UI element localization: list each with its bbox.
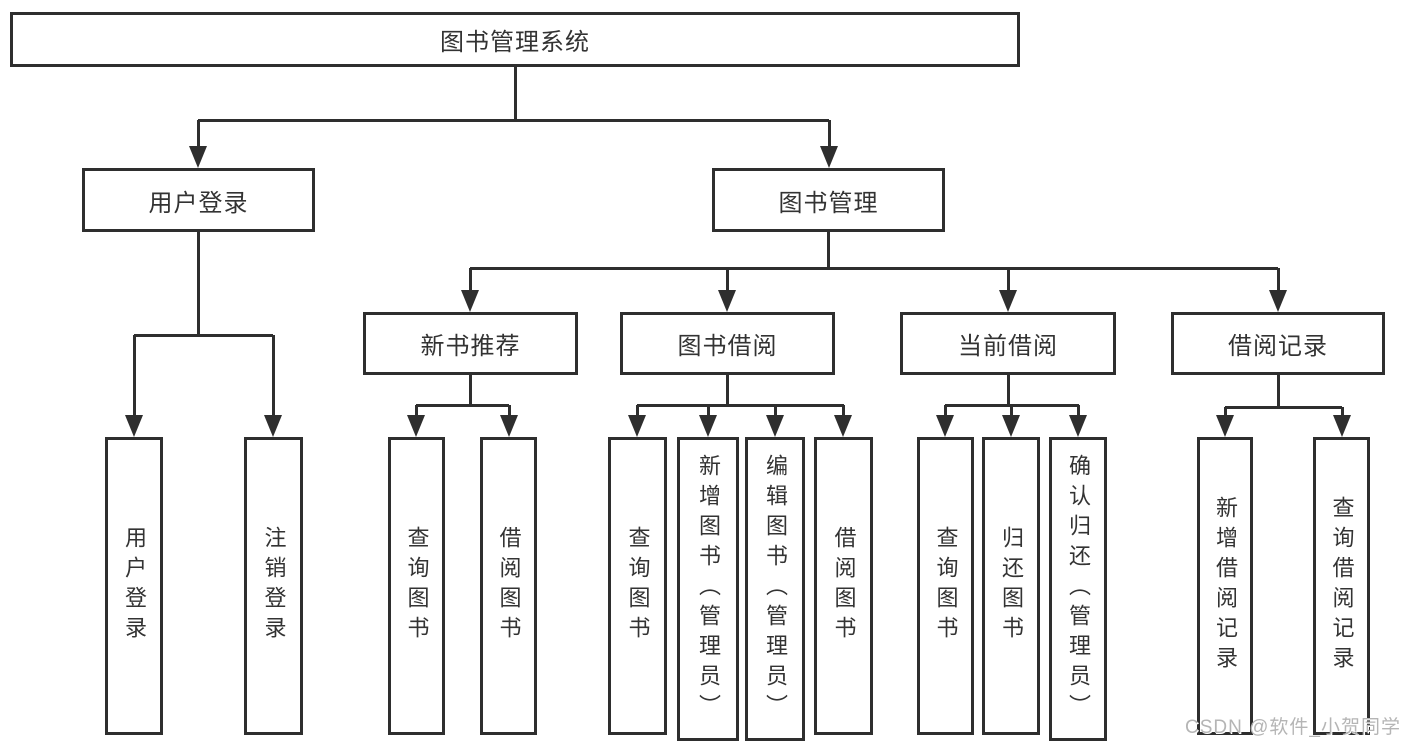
node-user-login: 用户登录 — [82, 168, 315, 232]
connector-segment — [468, 268, 472, 292]
connector-segment — [196, 120, 200, 148]
node-leaf-edit-book-admin: 编辑图书（管理员） — [745, 437, 805, 741]
connector-segment — [1225, 405, 1342, 409]
node-label-borrowing-records: 借阅记录 — [1228, 333, 1328, 360]
arrow-down-icon — [1002, 415, 1020, 437]
node-leaf-user-login: 用户登录 — [105, 437, 163, 735]
connector-segment — [826, 232, 830, 268]
arrow-down-icon — [766, 415, 784, 437]
connector-segment — [943, 405, 947, 417]
node-label-book-borrowing: 图书借阅 — [677, 333, 778, 360]
arrow-down-icon — [407, 415, 425, 437]
node-label-new-book-recommend: 新书推荐 — [420, 333, 521, 360]
connector-segment — [1276, 375, 1280, 407]
node-book-management: 图书管理 — [712, 168, 945, 232]
node-leaf-borrow-books-1: 借阅图书 — [480, 437, 537, 735]
connector-segment — [1340, 407, 1344, 417]
node-label-current-borrowing: 当前借阅 — [958, 333, 1058, 360]
node-leaf-add-book-admin: 新增图书（管理员） — [677, 437, 739, 741]
arrow-down-icon — [999, 290, 1017, 312]
connector-segment — [1276, 268, 1280, 292]
node-label-user-login: 用户登录 — [148, 189, 249, 217]
connector-segment — [198, 118, 829, 122]
connector-segment — [196, 232, 200, 335]
node-borrowing-records: 借阅记录 — [1171, 312, 1385, 375]
node-label-root: 图书管理系统 — [440, 29, 590, 56]
connector-segment — [725, 375, 729, 405]
connector-segment — [271, 335, 275, 417]
node-book-borrowing: 图书借阅 — [620, 312, 835, 375]
node-leaf-logout: 注销登录 — [244, 437, 303, 735]
arrow-down-icon — [1216, 415, 1234, 437]
arrow-down-icon — [1333, 415, 1351, 437]
arrow-down-icon — [1269, 290, 1287, 312]
connector-segment — [635, 405, 639, 417]
connector-segment — [706, 405, 710, 417]
connector-segment — [725, 268, 729, 292]
arrow-down-icon — [264, 415, 282, 437]
arrow-down-icon — [820, 146, 838, 168]
arrow-down-icon — [461, 290, 479, 312]
node-label-leaf-query-books-1: 查询图书 — [404, 526, 430, 646]
connector-segment — [134, 333, 273, 337]
node-label-leaf-add-borrow-record: 新增借阅记录 — [1213, 496, 1238, 676]
node-label-leaf-return-book: 归还图书 — [999, 526, 1024, 646]
connector-segment — [468, 375, 472, 405]
node-label-leaf-edit-book-admin: 编辑图书（管理员） — [763, 454, 788, 724]
connector-segment — [1009, 405, 1013, 417]
node-label-leaf-borrow-books-2: 借阅图书 — [831, 526, 857, 646]
watermark-text: CSDN @软件_小贺同学 — [1185, 717, 1401, 738]
node-leaf-add-borrow-record: 新增借阅记录 — [1197, 437, 1253, 735]
arrow-down-icon — [189, 146, 207, 168]
connector-segment — [773, 405, 777, 417]
arrow-down-icon — [500, 415, 518, 437]
node-leaf-query-borrow-record: 查询借阅记录 — [1313, 437, 1370, 735]
node-label-leaf-query-borrow-record: 查询借阅记录 — [1329, 496, 1355, 676]
connector-segment — [841, 405, 845, 417]
connector-segment — [470, 266, 1278, 270]
node-label-leaf-query-books-2: 查询图书 — [625, 526, 651, 646]
connector-segment — [513, 67, 517, 120]
connector-segment — [414, 405, 418, 417]
connector-segment — [507, 405, 511, 417]
node-label-leaf-add-book-admin: 新增图书（管理员） — [696, 454, 721, 724]
node-label-leaf-user-login: 用户登录 — [122, 526, 147, 646]
node-new-book-recommend: 新书推荐 — [363, 312, 578, 375]
node-label-leaf-query-books-3: 查询图书 — [933, 526, 959, 646]
watermark: CSDN @软件_小贺同学 — [1185, 712, 1401, 739]
node-leaf-query-books-3: 查询图书 — [917, 437, 974, 735]
connector-segment — [132, 335, 136, 417]
node-label-leaf-confirm-return-admin: 确认归还（管理员） — [1066, 454, 1091, 724]
node-leaf-query-books-1: 查询图书 — [388, 437, 445, 735]
arrow-down-icon — [1069, 415, 1087, 437]
connector-segment — [827, 120, 831, 148]
arrow-down-icon — [718, 290, 736, 312]
node-leaf-borrow-books-2: 借阅图书 — [814, 437, 873, 735]
arrow-down-icon — [699, 415, 717, 437]
arrow-down-icon — [125, 415, 143, 437]
node-label-leaf-borrow-books-1: 借阅图书 — [496, 526, 522, 646]
connector-segment — [1223, 407, 1227, 417]
arrow-down-icon — [628, 415, 646, 437]
arrow-down-icon — [936, 415, 954, 437]
node-root: 图书管理系统 — [10, 12, 1020, 67]
node-label-leaf-logout: 注销登录 — [261, 526, 287, 646]
node-label-book-management: 图书管理 — [778, 189, 879, 217]
node-current-borrowing: 当前借阅 — [900, 312, 1116, 375]
connector-segment — [1076, 405, 1080, 417]
node-leaf-query-books-2: 查询图书 — [608, 437, 667, 735]
arrow-down-icon — [834, 415, 852, 437]
node-leaf-return-book: 归还图书 — [982, 437, 1040, 735]
connector-segment — [637, 403, 844, 407]
connector-segment — [1006, 375, 1010, 405]
connector-segment — [1006, 268, 1010, 292]
connector-segment — [416, 403, 509, 407]
node-leaf-confirm-return-admin: 确认归还（管理员） — [1049, 437, 1107, 741]
